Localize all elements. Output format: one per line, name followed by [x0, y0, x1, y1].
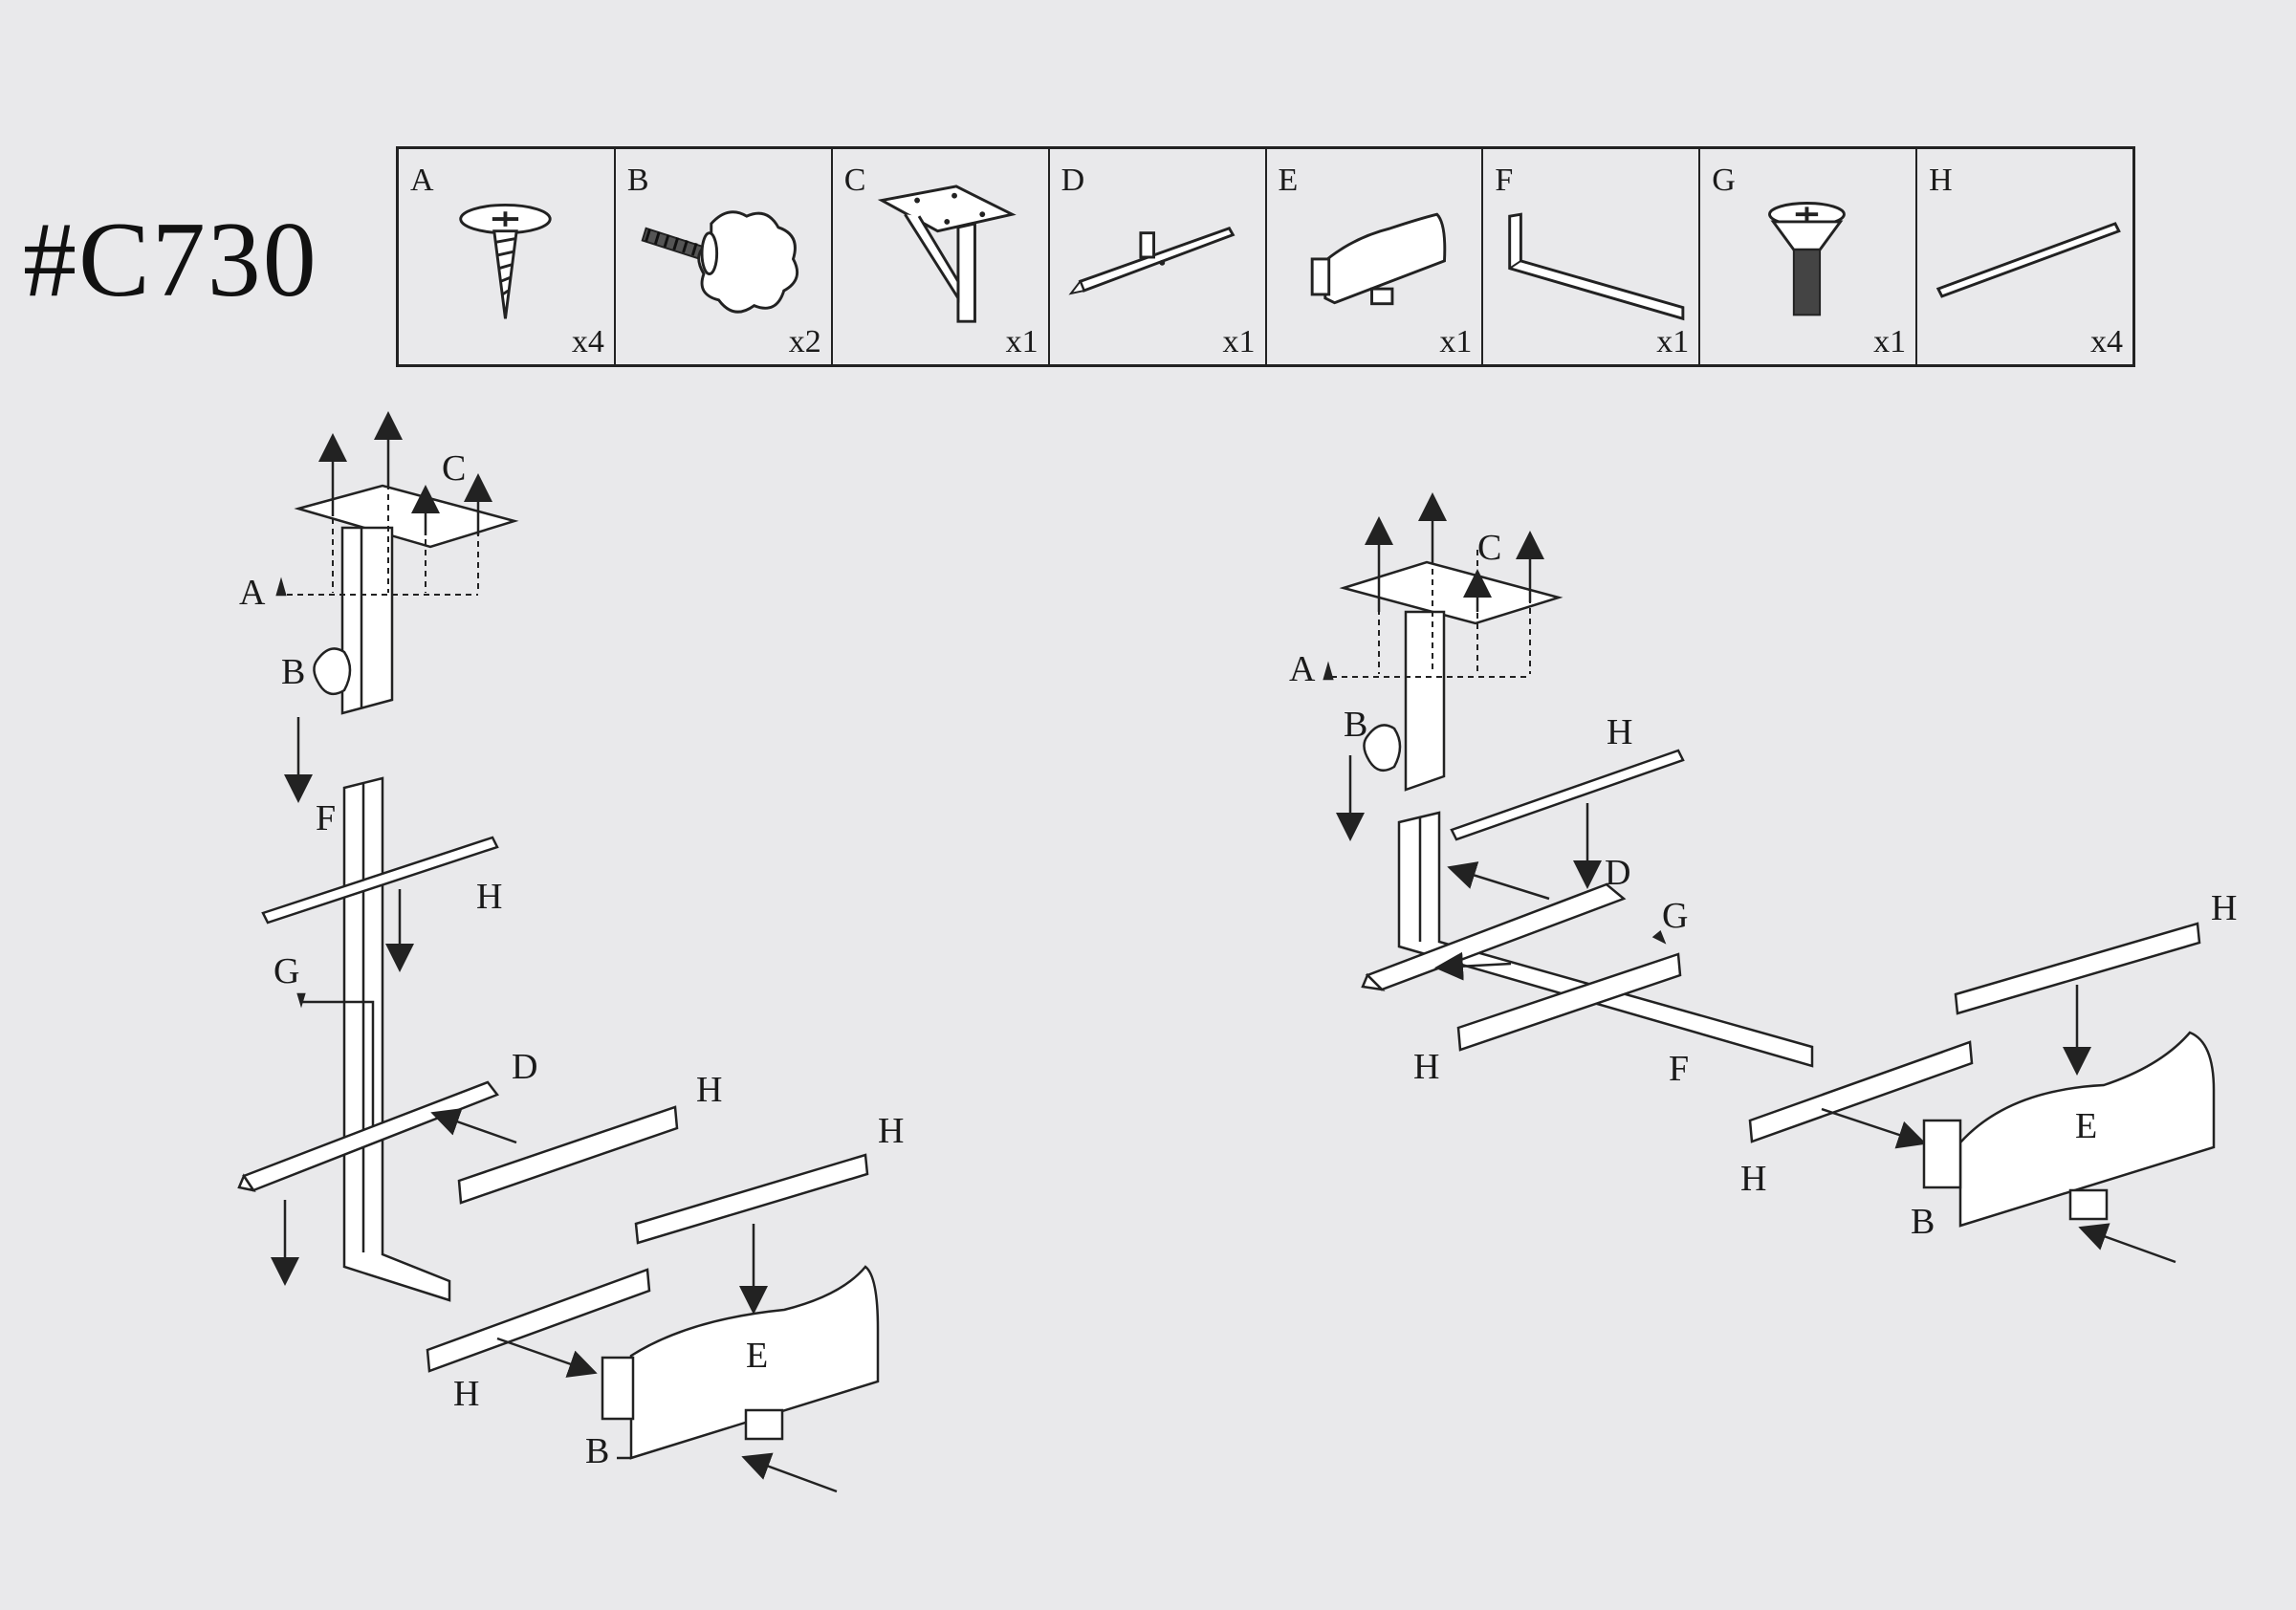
label-e: E — [746, 1336, 768, 1376]
strip-h-low — [1748, 1040, 1974, 1143]
bracket-c-plate — [294, 484, 519, 549]
part-letter: D — [1061, 163, 1085, 198]
part-letter: G — [1712, 163, 1736, 198]
screw-a — [275, 577, 287, 597]
label-a: A — [1289, 649, 1316, 689]
angled-plate-icon — [1068, 227, 1235, 295]
part-f: F x1 — [1483, 149, 1701, 364]
part-letter: E — [1278, 163, 1299, 198]
bracket-c-post — [1404, 610, 1446, 792]
knob-b — [313, 647, 352, 696]
curved-clamp-icon — [1310, 212, 1446, 306]
part-quantity: x4 — [571, 324, 604, 359]
part-quantity: x1 — [1656, 324, 1690, 359]
parts-list: A x4 B x2 C x1 D — [396, 146, 2135, 367]
label-c: C — [1477, 528, 1501, 568]
label-h: H — [1413, 1047, 1439, 1087]
part-quantity: x1 — [1873, 324, 1907, 359]
part-letter: B — [626, 163, 649, 198]
strip-h-low — [426, 1268, 651, 1373]
label-g: G — [273, 951, 299, 991]
mount-bracket-icon — [877, 185, 1017, 323]
label-h: H — [2211, 888, 2237, 928]
label-d: D — [512, 1047, 537, 1087]
knob-b — [1363, 724, 1402, 772]
label-h: H — [453, 1374, 479, 1414]
label-h: H — [1607, 712, 1632, 752]
label-h: H — [476, 877, 502, 917]
part-d: D x1 — [1050, 149, 1267, 364]
strip-h-right — [634, 1153, 869, 1245]
clamp-e — [1958, 1031, 2216, 1228]
bracket-c-plate — [1339, 560, 1563, 625]
label-b: B — [1911, 1202, 1935, 1242]
label-h: H — [696, 1070, 722, 1110]
part-letter: F — [1495, 163, 1514, 198]
label-b: B — [281, 652, 305, 692]
clamp-e — [629, 1265, 880, 1460]
label-b: B — [1344, 705, 1367, 745]
label-a: A — [239, 573, 266, 613]
label-f: F — [316, 798, 336, 838]
label-h: H — [1740, 1159, 1766, 1199]
label-e: E — [2075, 1106, 2097, 1146]
label-c: C — [442, 448, 466, 489]
label-f: F — [1669, 1049, 1689, 1089]
part-a: A x4 — [399, 149, 616, 364]
right-assembly — [1323, 492, 2216, 1264]
part-h: H x4 — [1917, 149, 2132, 364]
label-d: D — [1605, 853, 1630, 893]
l-bar-icon — [1508, 212, 1685, 321]
part-b: B x2 — [616, 149, 833, 364]
l-bar-f — [342, 776, 451, 1302]
knob-bolt-icon — [641, 210, 798, 314]
part-quantity: x4 — [2090, 324, 2123, 359]
part-g: G x1 — [1700, 149, 1918, 364]
wood-screw-icon — [459, 203, 552, 319]
part-e: E x1 — [1267, 149, 1484, 364]
part-quantity: x1 — [1005, 324, 1039, 359]
left-assembly — [237, 411, 880, 1493]
bracket-c-post — [340, 526, 394, 715]
part-quantity: x1 — [1439, 324, 1473, 359]
strip-h-right — [1954, 922, 2201, 1015]
part-letter: H — [1929, 163, 1953, 198]
right-labels: C A B H D G H F H E H B — [1289, 528, 2237, 1242]
part-quantity: x1 — [1222, 324, 1256, 359]
strip-h-mid — [1456, 952, 1682, 1052]
part-letter: C — [843, 163, 866, 198]
part-c: C x1 — [833, 149, 1050, 364]
part-quantity: x2 — [788, 324, 821, 359]
strip-h-mid — [457, 1105, 679, 1205]
strip-h-top — [1450, 749, 1685, 841]
l-bar-f — [1397, 811, 1814, 1068]
label-g: G — [1662, 896, 1688, 936]
label-h: H — [878, 1111, 904, 1151]
screw-a — [1323, 661, 1334, 681]
model-number: #C730 — [23, 201, 318, 319]
left-labels: C A B F H G D H H E H B — [239, 448, 904, 1471]
strip-h-top — [261, 836, 499, 925]
part-letter: A — [410, 163, 434, 198]
machine-screw-icon — [1768, 202, 1847, 316]
flat-strip-icon — [1935, 222, 2121, 298]
label-b: B — [585, 1431, 609, 1471]
